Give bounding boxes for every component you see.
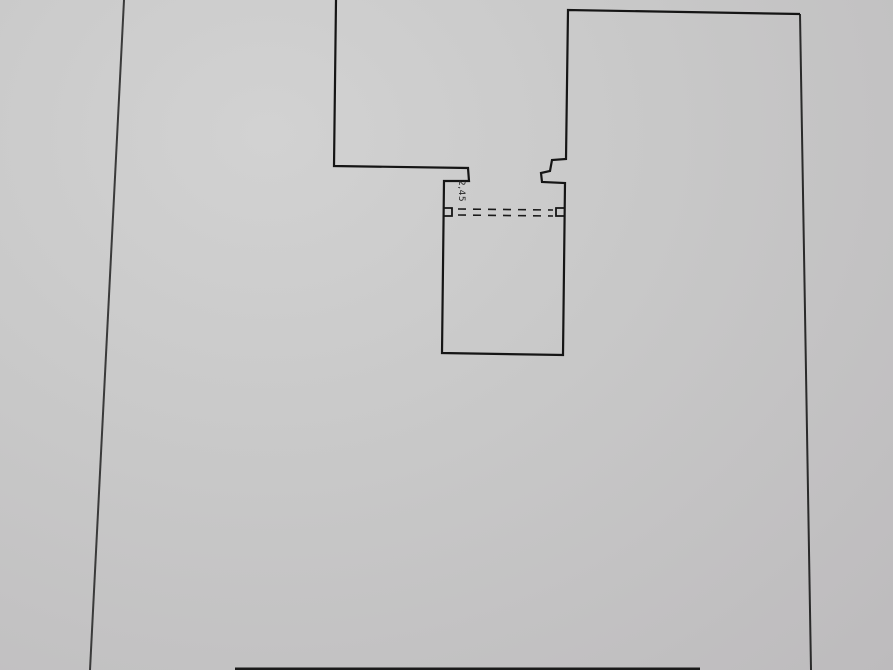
outer-boundary — [89, 0, 812, 670]
door-jambs — [444, 207, 565, 217]
threshold-dashed — [457, 208, 554, 217]
building-footprint — [332, 0, 801, 357]
dimension-label: 2,45 — [456, 180, 466, 203]
